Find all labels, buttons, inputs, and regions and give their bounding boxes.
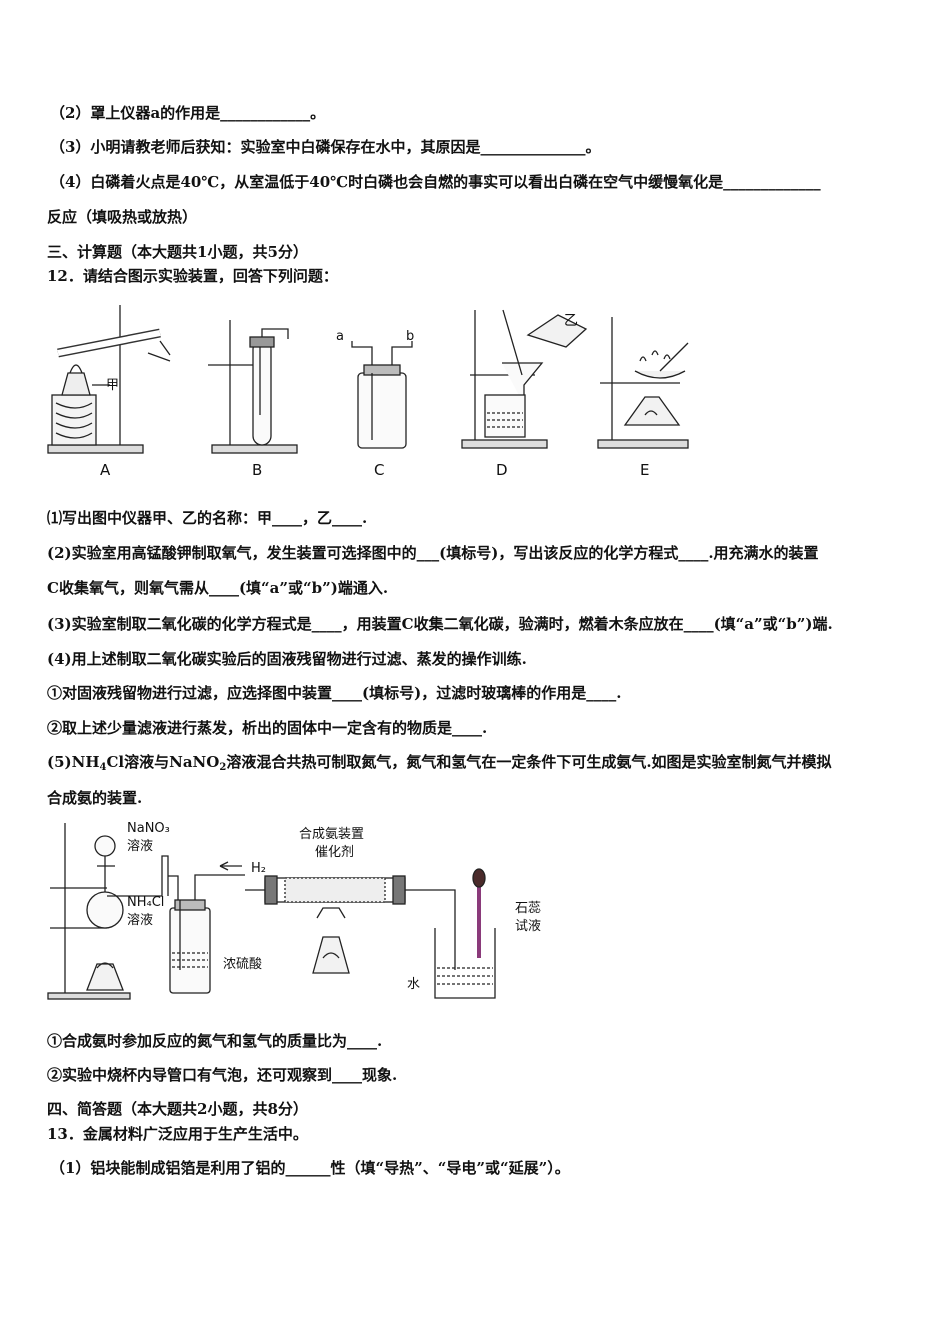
label-yi: 乙 xyxy=(564,313,578,329)
nano3-label: NaNO₃ xyxy=(127,821,170,836)
q12-part5-1: ①合成氨时参加反应的氮气和氢气的质量比为____. xyxy=(47,1032,383,1050)
conc-sulfuric-acid-label: 浓硫酸 xyxy=(223,957,262,972)
catalyst-label: 催化剂 xyxy=(315,845,354,860)
label-d: D xyxy=(496,461,508,479)
part5-sub-2: 2 xyxy=(219,762,227,773)
q12-part4-2: ②取上述少量滤液进行蒸发，析出的固体中一定含有的物质是____. xyxy=(47,719,488,737)
q11-part3: （3）小明请教老师后获知：实验室中白磷保存在水中，其原因是___________… xyxy=(50,138,601,156)
apparatus-figure-1: A B C D E 甲 乙 a b xyxy=(47,305,689,479)
part5-text-e: 溶液混合共热可制取氮气，氮气和氢气在一定条件下可生成氨气.如图是实验室制氮气并模… xyxy=(226,753,832,771)
q13-part1: （1）铝块能制成铝箔是利用了铝的______性（填“导热”、“导电”或“延展”）… xyxy=(50,1159,570,1177)
q11-part4-cont: 反应（填吸热或放热） xyxy=(47,208,198,226)
nh4cl-solution-label: 溶液 xyxy=(127,913,153,928)
q12-part1: ⑴写出图中仪器甲、乙的名称：甲____，乙____. xyxy=(47,509,368,527)
nano3-solution-label: 溶液 xyxy=(127,839,153,854)
apparatus-figure-2: NaNO₃ 溶液 NH₄Cl 溶液 H₂ 合成氨装置 催化剂 浓硫酸 石蕊 试液… xyxy=(47,821,541,1000)
section4-heading: 四、简答题（本大题共2小题，共8分） xyxy=(47,1100,308,1118)
q12-part5: (5)NH4Cl溶液与NaNO2溶液混合共热可制取氮气，氮气和氢气在一定条件下可… xyxy=(47,752,832,778)
q11-part4: （4）白磷着火点是40℃，从室温低于40℃时白磷也会自燃的事实可以看出白磷在空气… xyxy=(50,173,821,191)
q12-part5-cont: 合成氨的装置. xyxy=(47,789,143,807)
apparatus-e xyxy=(597,317,689,449)
h2-label: H₂ xyxy=(251,861,266,876)
q12-part4: (4)用上述制取二氧化碳实验后的固液残留物进行过滤、蒸发的操作训练. xyxy=(47,650,527,668)
water-label: 水 xyxy=(407,977,420,992)
part5-sub-4: 4 xyxy=(99,762,107,773)
label-a: A xyxy=(100,461,111,479)
label-b: B xyxy=(252,461,262,479)
q12-part3: (3)实验室制取二氧化碳的化学方程式是____，用装置C收集二氧化碳，验满时，燃… xyxy=(47,615,833,633)
label-e: E xyxy=(640,461,649,479)
litmus-label-2: 试液 xyxy=(515,919,541,934)
q12-part4-1: ①对固液残留物进行过滤，应选择图中装置____(填标号)，过滤时玻璃棒的作用是_… xyxy=(47,684,622,702)
part5-text-a: (5)NH xyxy=(47,753,100,771)
label-jia: 甲 xyxy=(106,378,119,393)
q11-part2: （2）罩上仪器a的作用是____________。 xyxy=(50,104,326,122)
litmus-label-1: 石蕊 xyxy=(515,901,541,916)
port-a-label: a xyxy=(336,329,344,344)
q12-part2-cont: C收集氧气，则氧气需从____(填“a”或“b”)端通入. xyxy=(47,579,389,597)
apparatus-d xyxy=(461,309,588,449)
part5-text-c: Cl溶液与NaNO xyxy=(106,753,220,771)
q13-stem: 13．金属材料广泛应用于生产生活中。 xyxy=(47,1125,308,1143)
section3-heading: 三、计算题（本大题共1小题，共5分） xyxy=(47,243,308,261)
apparatus-b xyxy=(208,320,298,454)
q12-part2: (2)实验室用高锰酸钾制取氧气，发生装置可选择图中的___(填标号)，写出该反应… xyxy=(47,544,819,562)
label-c: C xyxy=(374,461,384,479)
nh4cl-label: NH₄Cl xyxy=(127,895,164,910)
q12-stem: 12．请结合图示实验装置，回答下列问题： xyxy=(47,267,338,285)
apparatus-c xyxy=(351,341,413,449)
q12-part5-2: ②实验中烧杯内导管口有气泡，还可观察到____现象. xyxy=(47,1066,398,1084)
port-b-label: b xyxy=(406,329,414,344)
apparatus-a xyxy=(47,305,171,454)
synthesis-apparatus-label: 合成氨装置 xyxy=(299,827,364,842)
